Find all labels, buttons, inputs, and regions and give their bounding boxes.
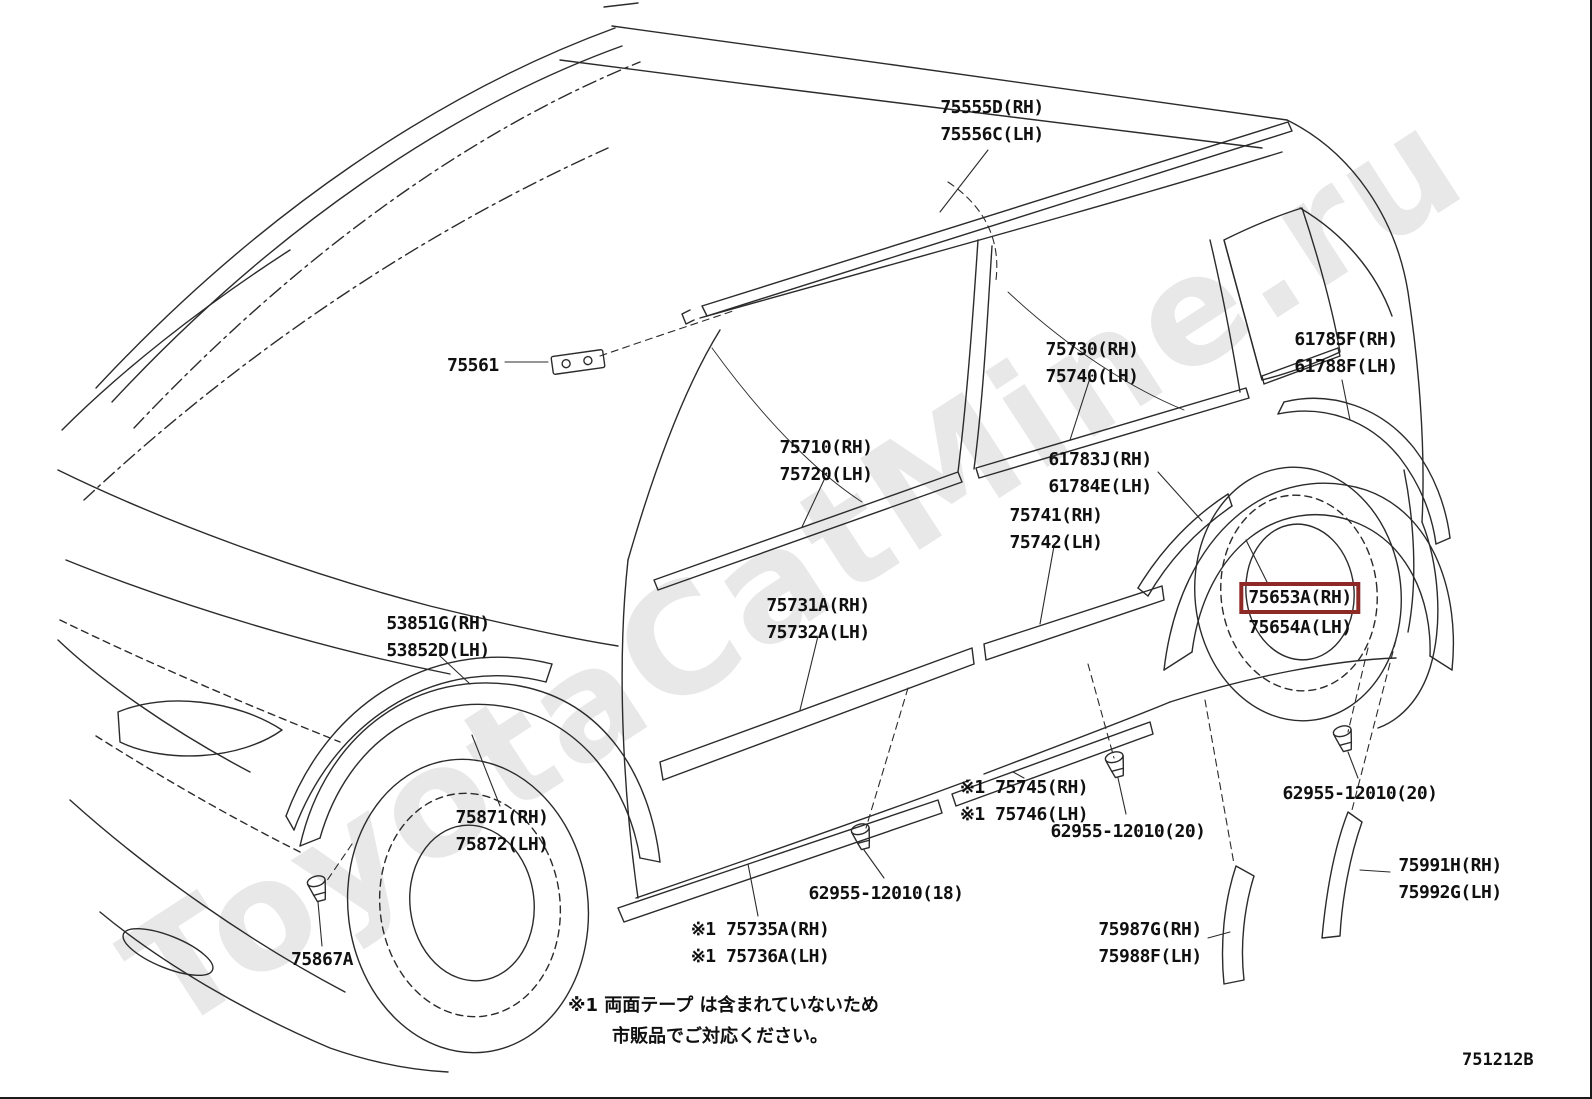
part-number-lh: 75988F(LH): [1098, 946, 1202, 967]
part-number-lh: 75720(LH): [779, 464, 873, 485]
part-number-rh: 75731A(RH): [766, 595, 870, 616]
part-label-front-fender-arch-moulding[interactable]: 53851G(RH) 53852D(LH): [386, 610, 490, 664]
part-number-rh: ※1 75735A(RH): [690, 919, 830, 940]
part-number-rh: 61785F(RH): [1294, 329, 1398, 350]
part-number-rh: 75555D(RH): [940, 97, 1044, 118]
part-label-rear-rocker-moulding[interactable]: ※1 75745(RH) ※1 75746(LH): [959, 774, 1089, 828]
part-label-rear-wheel-opening-extension[interactable]: 75653A(RH) 75654A(LH): [1239, 582, 1361, 641]
part-label-clip-20-right[interactable]: 62955-12010(20): [1282, 780, 1438, 807]
front-fender-arch-moulding: [285, 656, 553, 831]
part-number-rh: 75730(RH): [1045, 339, 1139, 360]
rear-rocker-moulding: [951, 721, 1154, 807]
part-label-clip-20-mid[interactable]: 62955-12010(20): [1050, 818, 1206, 845]
part-number-rh: ※1 75745(RH): [959, 777, 1089, 798]
vehicle-body-outline: [57, 2, 1439, 1073]
rear-door-belt-moulding: [975, 387, 1250, 479]
part-label-clip-18[interactable]: 62955-12010(18): [808, 880, 964, 907]
part-label-windshield-clip[interactable]: 75561: [447, 352, 499, 379]
part-label-front-rocker-moulding[interactable]: ※1 75735A(RH) ※1 75736A(LH): [691, 916, 830, 970]
front-door-belt-moulding: [653, 471, 963, 591]
part-number-rh: 61783J(RH): [1048, 449, 1152, 470]
part-label-front-door-belt-moulding[interactable]: 75710(RH) 75720(LH): [779, 434, 873, 488]
diagram-code: 751212B: [1462, 1050, 1534, 1070]
part-number-lh: 53852D(LH): [386, 640, 490, 661]
part-number-lh: 61788F(LH): [1294, 356, 1398, 377]
part-number-lh: 75732A(LH): [766, 622, 870, 643]
part-number-lh: 75740(LH): [1045, 366, 1139, 387]
rear-film-piece: [1321, 811, 1363, 939]
rear-door-protector-moulding: [983, 585, 1165, 661]
part-number-lh: 75654A(LH): [1248, 617, 1352, 638]
part-label-front-door-protector[interactable]: 75731A(RH) 75732A(LH): [766, 592, 870, 646]
quarter-film-piece: [1221, 865, 1255, 985]
part-number: 62955-12010(20): [1282, 783, 1438, 804]
part-label-roof-drip-moulding[interactable]: 75555D(RH) 75556C(LH): [940, 94, 1044, 148]
part-label-quarter-film[interactable]: 75987G(RH) 75988F(LH): [1098, 916, 1202, 970]
footnote-line2: 市販品でご対応ください。: [612, 1026, 828, 1047]
part-number-lh: 75872(LH): [455, 834, 549, 855]
association-dashed-lines: [325, 181, 1397, 883]
rear-wheel: [1194, 466, 1402, 722]
quarter-window-moulding: [1261, 347, 1341, 385]
front-door-protector-moulding: [659, 647, 975, 781]
part-number-rh: 75987G(RH): [1098, 919, 1202, 940]
part-number: 75561: [447, 355, 499, 376]
highlighted-part-box: 75653A(RH): [1239, 582, 1361, 614]
part-number-rh: 75741(RH): [1009, 505, 1103, 526]
part-number: 62955-12010(18): [808, 883, 964, 904]
part-label-rear-door-protector[interactable]: 75741(RH) 75742(LH): [1009, 502, 1103, 556]
part-number-lh: 75742(LH): [1009, 532, 1103, 553]
windshield-glass-lines: [83, 61, 641, 501]
part-label-rear-wheel-arch-moulding[interactable]: 61785F(RH) 61788F(LH): [1294, 326, 1398, 380]
part-number-rh: 75871(RH): [455, 807, 549, 828]
part-number-lh: 75992G(LH): [1398, 882, 1502, 903]
door-glass-lines: [711, 291, 1185, 503]
part-number-lh: ※1 75746(LH): [959, 804, 1089, 825]
front-rocker-moulding: [617, 799, 943, 923]
leader-lines: [317, 149, 1391, 947]
part-number: 75867A: [290, 949, 354, 970]
roof-drip-side-moulding: [681, 121, 1293, 325]
part-number-rh: 75991H(RH): [1398, 855, 1502, 876]
rear-wheel-opening-extension: [1163, 482, 1455, 671]
part-label-front-wheel-opening-extension[interactable]: 75871(RH) 75872(LH): [455, 804, 549, 858]
part-label-rear-film[interactable]: 75991H(RH) 75992G(LH): [1398, 852, 1502, 906]
part-label-front-clip[interactable]: 75867A: [290, 946, 354, 973]
part-number-rh: 75710(RH): [779, 437, 873, 458]
part-number-lh: 61784E(LH): [1048, 476, 1152, 497]
footnote-line1: ※1 両面テープ は含まれていないため: [568, 995, 879, 1016]
part-number: 62955-12010(20): [1050, 821, 1206, 842]
part-number-rh: 53851G(RH): [386, 613, 490, 634]
part-label-quarter-moulding[interactable]: 61783J(RH) 61784E(LH): [1048, 446, 1152, 500]
rear-wheel-arch-moulding: [1277, 397, 1451, 545]
front-wheel-opening-extension: [299, 682, 661, 863]
windshield-moulding-clip-icon: [550, 349, 606, 375]
part-number-lh: ※1 75736A(LH): [690, 946, 830, 967]
part-label-rear-door-belt-moulding[interactable]: 75730(RH) 75740(LH): [1045, 336, 1139, 390]
part-number-rh: 75653A(RH): [1248, 587, 1352, 608]
front-wheel: [346, 758, 590, 1054]
footnote: ※1 両面テープ は含まれていないため 市販品でご対応ください。: [568, 990, 879, 1052]
part-number-lh: 75556C(LH): [940, 124, 1044, 145]
